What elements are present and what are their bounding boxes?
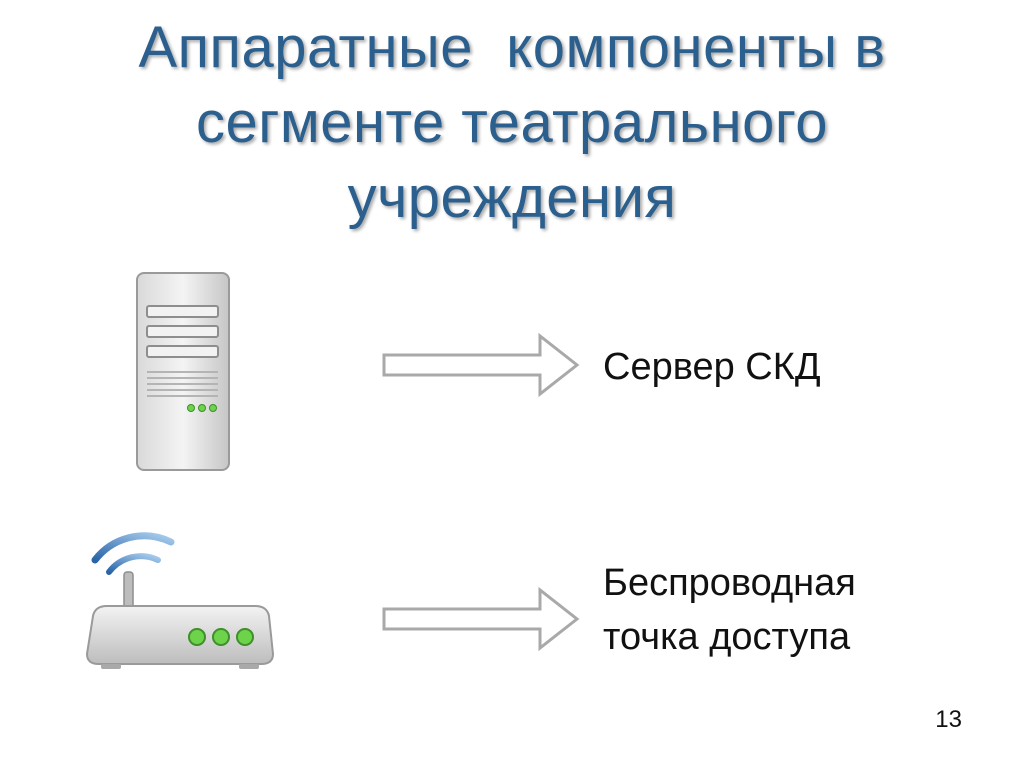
led	[212, 628, 230, 646]
title-line: Аппаратные компоненты в	[138, 15, 886, 80]
led	[209, 404, 217, 412]
server-icon	[136, 272, 230, 471]
wireless-router-icon	[85, 532, 275, 669]
signal-wave	[91, 532, 175, 564]
server-label-text: Сервер СКД	[603, 346, 821, 388]
slide-title: Аппаратные компоненты в сегменте театрал…	[0, 10, 1024, 235]
arrow-right-icon	[382, 332, 580, 398]
server-label: Сервер СКД	[603, 340, 821, 394]
arrow-right-icon	[382, 586, 580, 652]
title-line: учреждения	[347, 165, 677, 230]
title-line: сегменте театрального	[195, 90, 829, 155]
led	[236, 628, 254, 646]
access-point-label-line: точка доступа	[603, 616, 851, 658]
page-number: 13	[935, 706, 962, 733]
led	[188, 628, 206, 646]
access-point-label: Беспроводная точка доступа	[603, 556, 856, 664]
led	[198, 404, 206, 412]
access-point-label-line: Беспроводная	[603, 562, 856, 604]
signal-wave	[106, 553, 161, 575]
led	[187, 404, 195, 412]
